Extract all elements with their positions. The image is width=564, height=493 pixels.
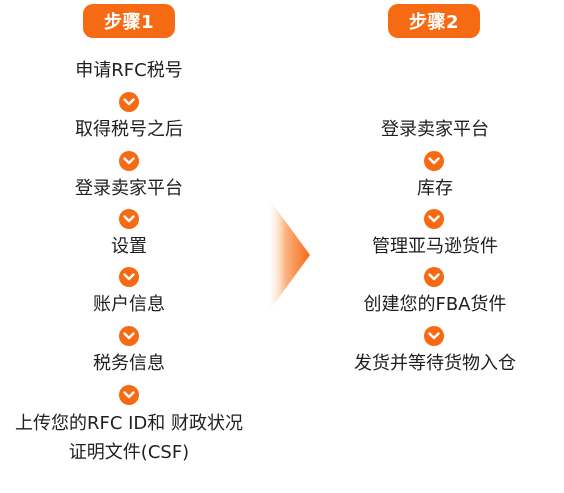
- chevron-down-icon: [119, 385, 139, 405]
- step1-item-final: 上传您的RFC ID和 财政状况证明文件(CSF): [14, 413, 244, 463]
- step1-item: 设置: [111, 236, 147, 257]
- chevron-down-icon: [119, 267, 139, 287]
- step1-item: 取得税号之后: [75, 119, 183, 140]
- step2-item: 创建您的FBA货件: [363, 294, 507, 315]
- chevron-down-icon: [119, 92, 139, 112]
- chevron-down-icon: [424, 326, 444, 346]
- chevron-down-icon: [119, 151, 139, 171]
- step1-item: 税务信息: [93, 353, 165, 374]
- step2-item: 登录卖家平台: [381, 119, 489, 140]
- step2-item: 库存: [417, 178, 453, 199]
- arrow-right-icon: [266, 195, 310, 315]
- step1-badge: 步骤1: [83, 4, 175, 38]
- step1-item: 登录卖家平台: [75, 178, 183, 199]
- step2-badge: 步骤2: [388, 4, 480, 38]
- step2-item: 管理亚马逊货件: [372, 236, 498, 257]
- step1-item: 申请RFC税号: [75, 60, 183, 81]
- chevron-down-icon: [424, 267, 444, 287]
- chevron-down-icon: [424, 209, 444, 229]
- chevron-down-icon: [119, 326, 139, 346]
- chevron-down-icon: [119, 209, 139, 229]
- chevron-down-icon: [424, 151, 444, 171]
- step1-item: 账户信息: [93, 294, 165, 315]
- step2-item: 发货并等待货物入仓: [354, 353, 516, 374]
